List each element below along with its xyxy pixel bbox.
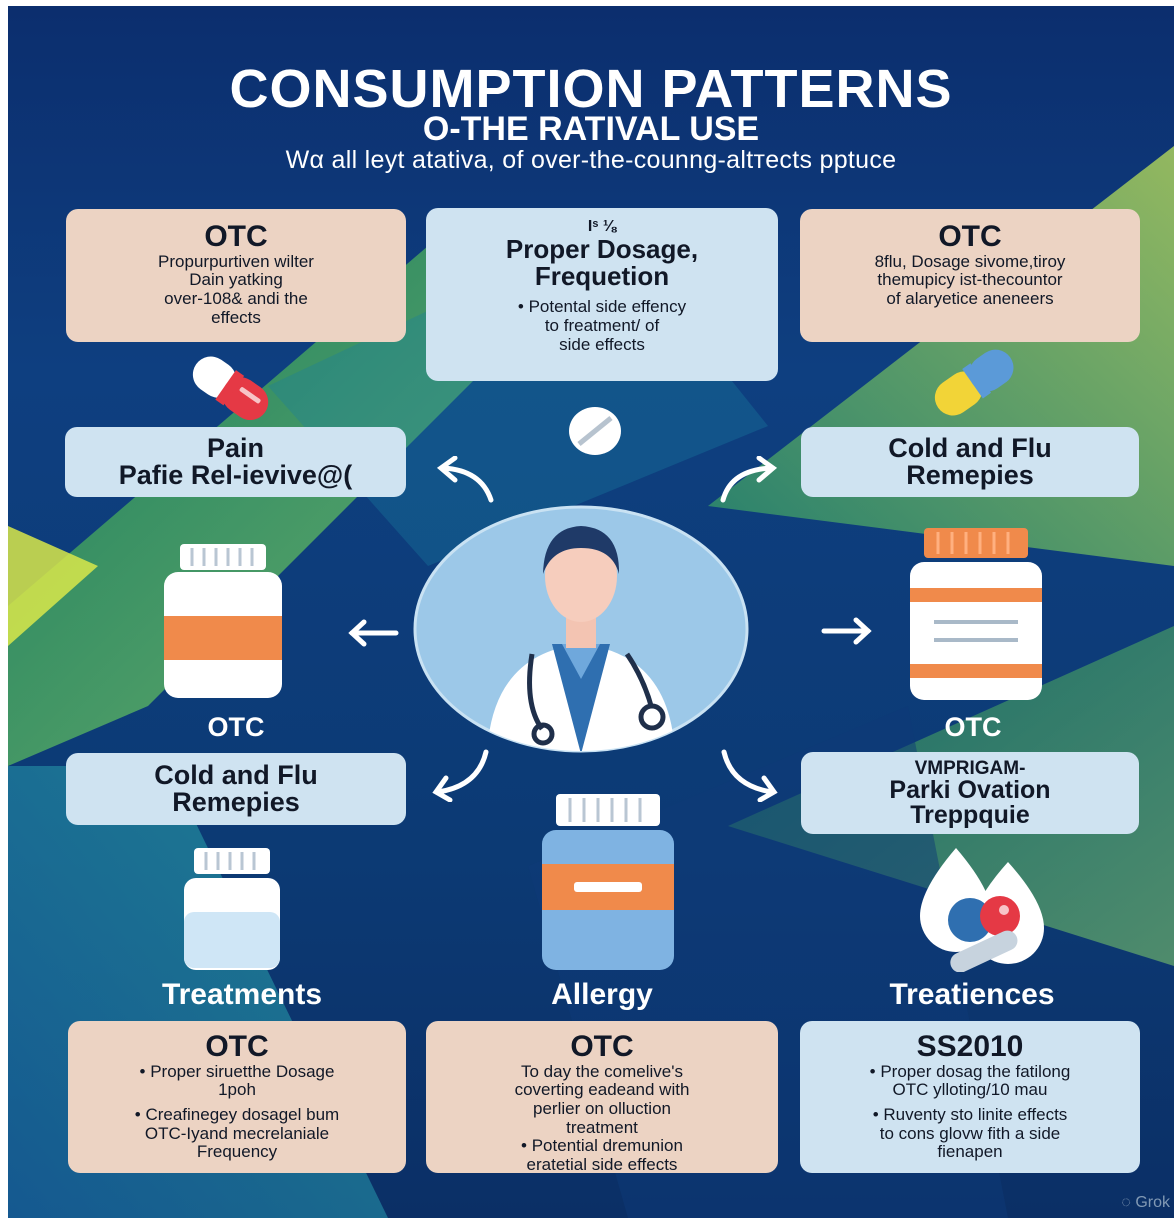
- card-line: side effects: [559, 334, 645, 354]
- card-line: fienapen: [937, 1142, 1003, 1162]
- label-cold-flu-top: Cold and Flu Remepies: [801, 427, 1139, 497]
- card-line: • Proper siruetthe Dosage: [139, 1061, 335, 1081]
- bottom-card-center: OTC To day the comelive's coverting eade…: [426, 1021, 778, 1174]
- label-line: Remepies: [906, 460, 1034, 490]
- label-line: Cold and Flu: [888, 433, 1052, 463]
- drops-capsule-icon: [920, 848, 1044, 972]
- card-line: Propurpurtiven wilter: [158, 251, 314, 271]
- card-line: • Creafinegey dosagel bum: [134, 1104, 340, 1124]
- card-heading: OTC: [570, 1030, 634, 1063]
- card-line: coverting eadeand with: [514, 1080, 690, 1100]
- top-card-left: OTC Propurpurtiven wilter Dain yatking o…: [66, 209, 406, 342]
- bottom-card-right: SS2010 • Proper dosag the fatilong OTC y…: [800, 1021, 1140, 1173]
- medicine-bottle-center-icon: [542, 794, 674, 970]
- label-line: Pain: [206, 433, 265, 463]
- medicine-bottle-small-icon: [184, 848, 280, 970]
- card-line: 1poh: [218, 1080, 256, 1100]
- grok-logo-icon: ◌: [1121, 1194, 1131, 1211]
- label-cold-flu-mid: Cold and Flu Remepies: [66, 753, 406, 825]
- section-title-allergy: Allergy: [551, 978, 653, 1011]
- card-line: treatment: [566, 1117, 638, 1137]
- card-line: • Proper dosag the fatilong: [869, 1061, 1071, 1081]
- watermark-text: Grok: [1135, 1194, 1170, 1211]
- card-line: Dain yatking: [189, 270, 283, 290]
- card-line: eratetial side effects: [526, 1154, 678, 1174]
- card-heading-line: Proper Dosage,: [505, 233, 699, 264]
- otc-tag-right: OTC: [944, 712, 1002, 742]
- arrow-down-left-icon: [432, 749, 489, 802]
- card-line: • Potential dremunion: [521, 1136, 683, 1156]
- top-card-right: OTC 8flu, Dosage sivome,tiroy themupicy …: [800, 209, 1140, 342]
- card-heading-line: Frequetion: [534, 260, 670, 291]
- bottom-card-left: OTC • Proper siruetthe Dosage 1poh • Cre…: [68, 1021, 406, 1173]
- otc-tag-left: OTC: [207, 712, 265, 742]
- watermark: ◌ Grok: [1121, 1194, 1170, 1212]
- label-line: Treppquie: [910, 800, 1030, 829]
- card-line: themupicy ist-thecountor: [877, 270, 1063, 290]
- card-heading: OTC: [205, 1030, 269, 1063]
- card-line: perlier on olluction: [533, 1098, 671, 1118]
- card-line: 8flu, Dosage sivome,tiroy: [874, 251, 1066, 271]
- tablet-icon: [569, 407, 621, 455]
- card-line: OTC ylloting/10 mau: [892, 1080, 1048, 1100]
- arrow-up-right-icon: [720, 456, 778, 503]
- page-tagline: Wα all leyt atativa, of over-the-counng-…: [285, 146, 897, 174]
- label-line: VMPRIGAM-: [914, 757, 1026, 779]
- label-vapr: VMPRIGAM- Parki Ovation Treppquie: [801, 752, 1139, 834]
- capsule-red-icon: [192, 356, 269, 421]
- top-card-center: Iˢ ⅛ Proper Dosage, Frequetion • Potenta…: [426, 208, 778, 381]
- page-subtitle: O-THE RATIVAL USE: [422, 110, 760, 148]
- label-pain-relievers: Pain Pafie Rel-ievive@(: [65, 427, 406, 497]
- card-line: OTC-Iyand mecrelaniale: [144, 1123, 330, 1143]
- card-pre: Iˢ ⅛: [587, 218, 617, 235]
- card-line: • Potental side effency: [517, 297, 687, 317]
- arrow-up-left-icon: [436, 456, 494, 503]
- section-title-treatments: Treatments: [161, 978, 323, 1011]
- card-heading: SS2010: [916, 1030, 1024, 1063]
- card-line: • Ruventy sto linite effects: [872, 1104, 1068, 1124]
- section-title-treatiences: Treatiences: [889, 978, 1055, 1011]
- card-line: To day the comelive's: [521, 1061, 683, 1081]
- label-line: Remepies: [172, 787, 300, 817]
- medicine-bottle-left-icon: [164, 544, 282, 698]
- arrow-down-right-icon: [721, 749, 778, 802]
- label-line: Pafie Rel-ievive@(: [118, 460, 353, 490]
- card-heading: OTC: [938, 220, 1002, 253]
- medicine-bottle-right-icon: [910, 528, 1042, 700]
- card-line: to cons glovw fith a side: [879, 1123, 1061, 1143]
- arrow-right-icon: [821, 617, 872, 645]
- label-line: Cold and Flu: [154, 760, 318, 790]
- card-line: to freatment/ of: [544, 315, 660, 335]
- doctor-illustration: [413, 505, 749, 753]
- page-title: CONSUMPTION PATTERNS: [229, 59, 953, 119]
- arrow-left-icon: [348, 619, 399, 647]
- card-line: Frequency: [196, 1142, 278, 1162]
- infographic-poster: CONSUMPTION PATTERNS O-THE RATIVAL USE W…: [8, 6, 1174, 1218]
- label-line: Parki Ovation: [889, 775, 1051, 804]
- capsule-yellow-icon: [934, 349, 1014, 416]
- card-heading: OTC: [204, 220, 268, 253]
- card-line: effects: [211, 307, 261, 327]
- card-line: of alaryetice aneneers: [886, 288, 1054, 308]
- card-line: over-108& andi the: [164, 288, 308, 308]
